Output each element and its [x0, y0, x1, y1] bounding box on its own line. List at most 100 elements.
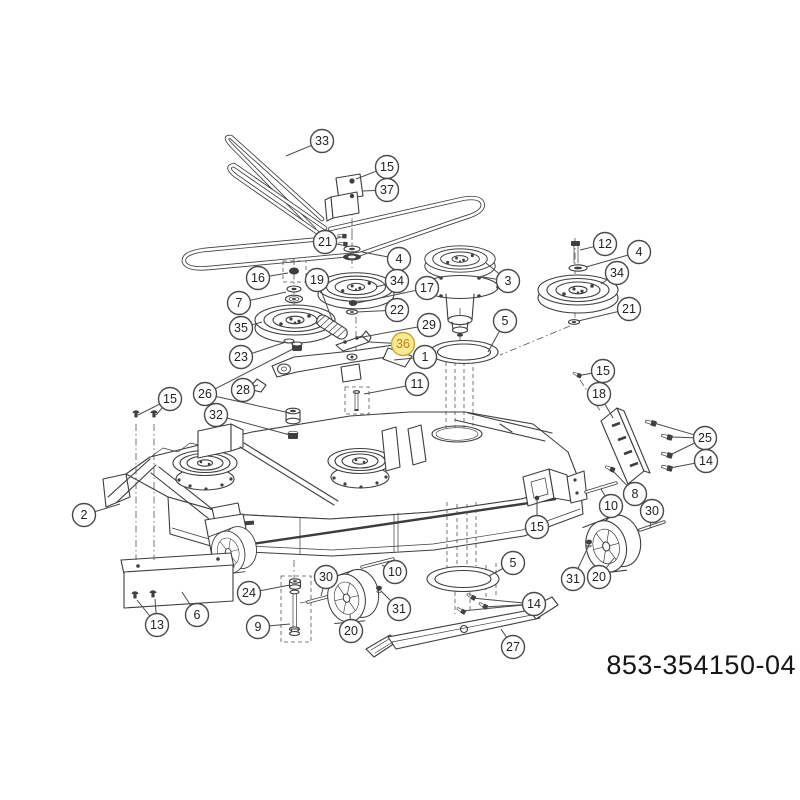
- callout-11-16[interactable]: 11: [363, 371, 430, 397]
- callout-26-17[interactable]: 26: [192, 348, 294, 414]
- leader-line: [604, 403, 614, 419]
- callout-circle[interactable]: [228, 315, 254, 341]
- callout-34-22[interactable]: 34: [600, 260, 630, 286]
- callout-21-24[interactable]: 21: [577, 296, 642, 322]
- callout-12-20[interactable]: 12: [579, 231, 618, 257]
- callout-24-37[interactable]: 24: [236, 580, 291, 606]
- callout-circle[interactable]: [312, 229, 338, 255]
- callout-circle[interactable]: [495, 268, 521, 294]
- callout-10-31[interactable]: 10: [598, 488, 624, 519]
- deck-shell: [102, 410, 588, 609]
- callout-4-21[interactable]: 4: [585, 239, 652, 268]
- callout-circle[interactable]: [626, 239, 652, 265]
- callout-35-11[interactable]: 35: [228, 315, 263, 341]
- callout-circle[interactable]: [203, 402, 229, 428]
- callout-circle[interactable]: [245, 614, 271, 640]
- callout-27-47[interactable]: 27: [500, 628, 526, 660]
- callout-circle[interactable]: [157, 386, 183, 412]
- callout-17-8[interactable]: 17: [356, 275, 440, 304]
- leader-line: [483, 604, 523, 608]
- callout-circle[interactable]: [598, 493, 624, 519]
- leader-line: [336, 243, 343, 246]
- callout-18-27[interactable]: 18: [586, 381, 614, 419]
- callout-32-19[interactable]: 32: [203, 402, 291, 436]
- callout-circle[interactable]: [228, 344, 254, 370]
- callout-circle[interactable]: [313, 564, 339, 590]
- callout-circle[interactable]: [524, 514, 550, 540]
- callout-37-2[interactable]: 37: [361, 177, 400, 203]
- callout-circle[interactable]: [586, 381, 612, 407]
- callout-circle[interactable]: [560, 566, 586, 592]
- callout-30-41[interactable]: 30: [313, 564, 339, 597]
- callout-circle[interactable]: [192, 381, 218, 407]
- callout-20-45[interactable]: 20: [338, 613, 364, 644]
- callout-15-1[interactable]: 15: [355, 154, 400, 180]
- callout-circle[interactable]: [384, 297, 410, 323]
- callout-circle[interactable]: [412, 344, 438, 370]
- callout-16-5[interactable]: 16: [245, 265, 289, 291]
- callout-5-43[interactable]: 5: [488, 550, 526, 577]
- callout-21-3[interactable]: 21: [312, 229, 343, 255]
- callout-circle[interactable]: [622, 481, 648, 507]
- callout-31-33[interactable]: 31: [560, 544, 590, 592]
- callout-circle[interactable]: [500, 634, 526, 660]
- callout-28-18[interactable]: 28: [230, 377, 259, 403]
- callout-34-7[interactable]: 34: [375, 268, 410, 294]
- callout-number: 11: [411, 377, 424, 391]
- callout-6-40[interactable]: 6: [181, 591, 210, 628]
- callout-circle[interactable]: [616, 296, 642, 322]
- callout-circle[interactable]: [492, 308, 518, 334]
- callout-10-42[interactable]: 10: [381, 559, 408, 585]
- callout-19-6[interactable]: 19: [304, 267, 334, 323]
- callout-circle[interactable]: [245, 265, 271, 291]
- callout-number: 34: [610, 266, 624, 280]
- callout-33-0[interactable]: 33: [285, 128, 335, 157]
- callout-circle[interactable]: [144, 612, 170, 638]
- callout-7-9[interactable]: 7: [226, 290, 287, 316]
- callout-circle[interactable]: [384, 268, 410, 294]
- callout-22-10[interactable]: 22: [356, 297, 410, 323]
- callout-circle[interactable]: [309, 128, 335, 154]
- callout-15-26[interactable]: 15: [581, 358, 616, 384]
- callout-circle[interactable]: [390, 331, 416, 357]
- callout-14-29[interactable]: 14: [669, 448, 719, 474]
- callout-2-36[interactable]: 2: [71, 502, 121, 528]
- callout-circle[interactable]: [184, 602, 210, 628]
- callout-circle[interactable]: [338, 618, 364, 644]
- callout-circle[interactable]: [382, 559, 408, 585]
- callout-5-25[interactable]: 5: [487, 308, 518, 353]
- callout-14-46[interactable]: 14: [461, 591, 547, 617]
- callout-36-13[interactable]: 36: [369, 331, 416, 357]
- callout-circle[interactable]: [236, 580, 262, 606]
- callout-circle[interactable]: [414, 275, 440, 301]
- callout-circle[interactable]: [71, 502, 97, 528]
- callout-3-23[interactable]: 3: [482, 262, 521, 294]
- callout-8-30[interactable]: 8: [612, 470, 648, 507]
- callout-15-35[interactable]: 15: [137, 386, 183, 416]
- callout-circle[interactable]: [386, 596, 412, 622]
- callout-circle[interactable]: [693, 448, 719, 474]
- callout-circle[interactable]: [416, 312, 442, 338]
- callout-circle[interactable]: [639, 498, 665, 524]
- callout-circle[interactable]: [592, 231, 618, 257]
- callout-23-14[interactable]: 23: [228, 341, 287, 370]
- callout-circle[interactable]: [230, 377, 256, 403]
- callout-20-34[interactable]: 20: [586, 557, 615, 590]
- callout-9-38[interactable]: 9: [245, 614, 291, 640]
- callout-circle[interactable]: [374, 177, 400, 203]
- callout-30-32[interactable]: 30: [639, 498, 665, 529]
- callout-29-12[interactable]: 29: [356, 312, 442, 339]
- callout-13-39[interactable]: 13: [136, 598, 170, 638]
- callout-circle[interactable]: [226, 290, 252, 316]
- callout-circle[interactable]: [304, 267, 330, 293]
- callout-circle[interactable]: [604, 260, 630, 286]
- callout-circle[interactable]: [404, 371, 430, 397]
- callout-31-44[interactable]: 31: [380, 590, 412, 622]
- callout-1-15[interactable]: 1: [393, 344, 438, 370]
- callout-circle[interactable]: [500, 550, 526, 576]
- callout-circle[interactable]: [521, 591, 547, 617]
- callout-circle[interactable]: [586, 564, 612, 590]
- callout-25-28[interactable]: 25: [653, 422, 718, 456]
- callout-15-48[interactable]: 15: [524, 500, 550, 540]
- callout-number: 27: [506, 640, 520, 654]
